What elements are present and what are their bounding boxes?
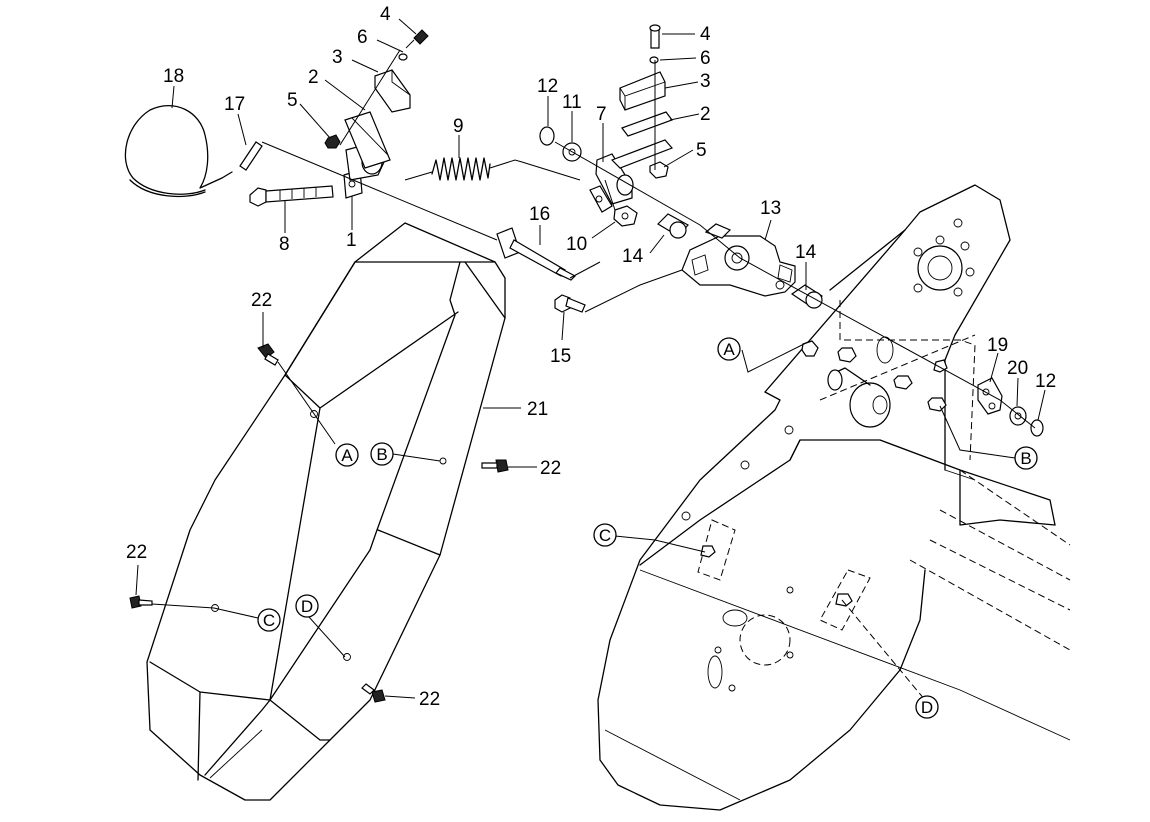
callout-14-right: 14 bbox=[795, 242, 817, 263]
block-3-left bbox=[374, 69, 411, 113]
callout-3-right: 3 bbox=[700, 71, 711, 92]
sleeve-14-left bbox=[657, 213, 689, 239]
shaft-16 bbox=[496, 227, 576, 281]
washer-12-right bbox=[1030, 419, 1044, 437]
callout-6-left: 6 bbox=[357, 27, 368, 48]
washer-6-right bbox=[649, 56, 659, 64]
svg-text:B: B bbox=[1020, 449, 1031, 468]
assembly-lines bbox=[261, 49, 1036, 429]
callout-14-left: 14 bbox=[622, 246, 644, 267]
callout-8: 8 bbox=[279, 234, 290, 255]
ref-b-housing: B bbox=[1014, 446, 1038, 470]
callout-10: 10 bbox=[566, 234, 587, 255]
pin-17 bbox=[239, 141, 263, 171]
bolt-22-bottom bbox=[361, 683, 386, 703]
callout-17: 17 bbox=[224, 94, 245, 115]
bolt-22-right bbox=[481, 459, 509, 473]
nut-5-right bbox=[649, 161, 669, 179]
gearbox-housing bbox=[597, 184, 1071, 811]
ref-d-housing: D bbox=[915, 695, 939, 719]
lever-13 bbox=[681, 223, 796, 297]
screw-4-left bbox=[405, 29, 429, 49]
bolt-22-top bbox=[257, 343, 279, 366]
svg-text:D: D bbox=[301, 597, 313, 616]
svg-text:C: C bbox=[599, 526, 611, 545]
callout-18: 18 bbox=[163, 66, 184, 87]
callout-labels: 4 6 3 2 5 18 17 8 1 9 12 11 7 4 6 3 2 5 … bbox=[126, 4, 1056, 710]
callout-22-top: 22 bbox=[251, 290, 272, 311]
callout-22-left: 22 bbox=[126, 542, 147, 563]
cable-18 bbox=[124, 105, 233, 198]
ref-d-cover: D bbox=[295, 594, 319, 618]
callout-leaders bbox=[135, 18, 1046, 701]
svg-text:A: A bbox=[341, 446, 353, 465]
callout-9: 9 bbox=[453, 116, 464, 137]
screw-4-right bbox=[649, 24, 661, 49]
callout-13: 13 bbox=[760, 198, 781, 219]
bolt-22-left bbox=[129, 595, 153, 609]
bolt-15 bbox=[554, 294, 586, 313]
washer-6-left bbox=[398, 53, 408, 61]
callout-20: 20 bbox=[1007, 358, 1028, 379]
nut-10 bbox=[613, 205, 638, 227]
callout-15: 15 bbox=[550, 346, 571, 367]
callout-5-left: 5 bbox=[287, 90, 298, 111]
svg-text:C: C bbox=[263, 611, 275, 630]
callout-2-left: 2 bbox=[308, 67, 319, 88]
callout-1: 1 bbox=[346, 230, 357, 251]
callout-5-right: 5 bbox=[696, 140, 707, 161]
block-3-right bbox=[619, 71, 666, 111]
callout-3-left: 3 bbox=[332, 47, 343, 68]
washer-12-top bbox=[539, 126, 555, 146]
callout-6-right: 6 bbox=[700, 48, 711, 69]
plate-2-right bbox=[610, 111, 674, 169]
bolt-8 bbox=[249, 185, 334, 207]
spring-9 bbox=[404, 157, 581, 181]
plate-2-left bbox=[344, 111, 391, 169]
callout-19: 19 bbox=[987, 335, 1008, 356]
ref-a-cover: A bbox=[335, 443, 359, 467]
callout-21: 21 bbox=[527, 399, 548, 420]
callout-12-top: 12 bbox=[537, 76, 558, 97]
ref-c-cover: C bbox=[257, 608, 281, 632]
svg-text:A: A bbox=[723, 340, 735, 359]
callout-12-right: 12 bbox=[1035, 371, 1056, 392]
belt-cover bbox=[146, 222, 506, 801]
callout-22-bottom: 22 bbox=[419, 689, 440, 710]
nut-5-left bbox=[324, 134, 341, 149]
callout-22-right: 22 bbox=[540, 458, 561, 479]
callout-7: 7 bbox=[596, 104, 607, 125]
callout-16: 16 bbox=[529, 204, 550, 225]
svg-text:B: B bbox=[376, 445, 387, 464]
callout-2-right: 2 bbox=[700, 104, 711, 125]
ref-c-housing: C bbox=[593, 523, 617, 547]
callout-4-right: 4 bbox=[700, 24, 711, 45]
svg-text:D: D bbox=[921, 698, 933, 717]
ref-a-housing: A bbox=[717, 337, 741, 361]
ref-b-cover: B bbox=[370, 442, 394, 466]
callout-4-left: 4 bbox=[380, 4, 391, 25]
bracket-7 bbox=[589, 153, 634, 213]
callout-11: 11 bbox=[562, 92, 582, 113]
bracket-19 bbox=[977, 377, 1003, 415]
reference-markers: A B C D A B C D bbox=[257, 337, 1038, 719]
nut-plate bbox=[801, 340, 819, 357]
